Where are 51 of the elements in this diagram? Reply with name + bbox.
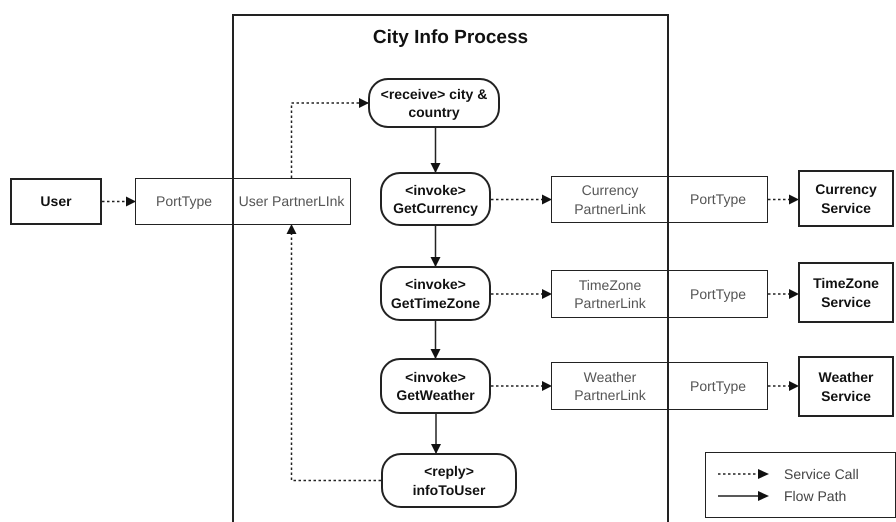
activity-box: [381, 453, 517, 508]
box-label: PortType: [690, 190, 746, 209]
activity-box: [380, 172, 491, 226]
service-call-arrow: [768, 194, 799, 204]
service-call-arrow: [102, 196, 136, 206]
port-cell: [551, 362, 669, 410]
box-label: PortType: [690, 284, 746, 304]
flow-arrow: [431, 414, 441, 454]
port-cell: [135, 178, 233, 225]
box-label: User PartnerLInk: [238, 192, 344, 211]
box-label: <invoke> GetTimeZone: [390, 275, 482, 312]
box-label: Weather PartnerLink: [573, 368, 647, 404]
port-cell: [668, 270, 768, 318]
process-title: City Info Process: [372, 26, 528, 50]
box-label: <reply> infoToUser: [412, 462, 486, 499]
box-label: Weather Service: [818, 368, 874, 405]
flow-arrow: [430, 226, 440, 267]
port-cell: [551, 176, 669, 223]
service-call-arrow: [768, 381, 799, 391]
box-label: TimeZone PartnerLink: [573, 276, 647, 312]
activity-box: [380, 266, 491, 321]
box-label: TimeZone Service: [812, 274, 880, 311]
port-cell: [551, 270, 669, 318]
flow-arrow: [430, 321, 440, 359]
activity-box: [368, 78, 500, 128]
box-label: <receive> city & country: [380, 84, 488, 122]
activity-box: [380, 358, 491, 414]
process-container: [232, 14, 669, 522]
legend-label: Service Call: [784, 466, 859, 482]
box-label: <invoke> GetCurrency: [392, 180, 479, 218]
service-call-arrow: [286, 224, 381, 482]
service-box: [798, 356, 894, 417]
port-cell: [232, 178, 351, 225]
box-label: Currency PartnerLink: [573, 181, 647, 218]
service-call-arrow: [290, 98, 369, 178]
port-cell: [668, 362, 768, 410]
port-cell: [668, 176, 768, 223]
box-label: <invoke> GetWeather: [395, 368, 476, 404]
flow-arrow: [430, 128, 440, 173]
service-call-arrow: [491, 289, 552, 299]
box-label: PortType: [156, 192, 212, 211]
service-box: [10, 178, 102, 225]
service-box: [798, 170, 894, 227]
box-label: Currency Service: [814, 180, 878, 217]
service-call-arrow: [491, 381, 552, 391]
box-label: User: [40, 192, 72, 211]
service-box: [798, 262, 894, 323]
legend-label: Flow Path: [784, 488, 846, 504]
service-call-arrow: [768, 289, 799, 299]
box-label: PortType: [690, 376, 746, 396]
service-call-arrow: [491, 194, 552, 204]
